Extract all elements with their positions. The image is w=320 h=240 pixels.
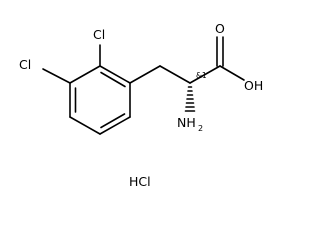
- bond-ring-ch2: [129, 65, 161, 84]
- stereo-descriptor: &1: [196, 71, 207, 80]
- hydroxyl-label: OH: [244, 78, 263, 93]
- ring-double-bond-a: [100, 71, 126, 88]
- chemical-structure: Cl Cl O OH &1 NH 2 HCl: [19, 21, 263, 189]
- bond-ch2-calpha: [159, 65, 191, 84]
- ring-bond-6: [69, 65, 101, 84]
- chlorine-top-label: Cl: [93, 27, 105, 42]
- amine-label: NH: [177, 115, 196, 130]
- ring-bond-1: [99, 65, 131, 84]
- ring-bond-3: [99, 116, 131, 135]
- ring-bond-4: [69, 116, 101, 135]
- bond-calpha-cooh: [189, 65, 221, 84]
- bond-c-oh: [219, 65, 245, 81]
- hashed-wedge-bond: [184, 86, 196, 112]
- hcl-salt-label: HCl: [129, 174, 151, 189]
- ring-double-bond-b: [100, 113, 126, 129]
- benzene-ring: [69, 65, 131, 135]
- carbonyl-oxygen-label: O: [215, 21, 225, 36]
- chlorine-left-label: Cl: [19, 57, 31, 72]
- bond-c-cl-left: [42, 68, 71, 84]
- amine-subscript: 2: [198, 124, 203, 133]
